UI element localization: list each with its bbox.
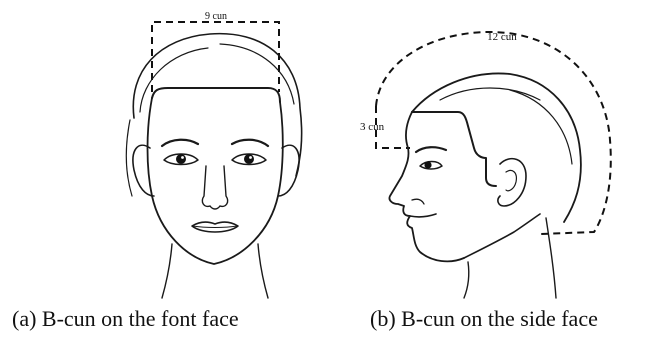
side-face-panel: 12 cun 3 cun: [350, 0, 640, 300]
face-profile: [389, 112, 464, 261]
nose: [202, 166, 227, 209]
nine-cun-dashed-box: [152, 22, 279, 92]
side-face-illustration: 12 cun 3 cun: [350, 0, 640, 300]
ear: [498, 159, 526, 206]
jaw-line: [464, 214, 540, 258]
hair-side-left: [126, 120, 132, 196]
hair-strand-side-2: [510, 90, 572, 164]
front-face-panel: 9 cun: [100, 0, 330, 300]
front-face-illustration: 9 cun: [100, 0, 330, 300]
hair-strand-side-1: [440, 88, 540, 100]
nostril-side: [412, 199, 424, 204]
hair-strand-right: [220, 44, 294, 104]
nine-cun-label: 9 cun: [205, 11, 227, 22]
mouth-side: [410, 214, 436, 217]
eyebrow-side: [416, 147, 446, 152]
left-eye: [164, 154, 198, 165]
caption-side-face: (b) B-cun on the side face: [370, 306, 598, 338]
neck-back: [546, 218, 556, 298]
three-cun-label: 3 cun: [360, 121, 385, 133]
neck-front: [464, 262, 469, 298]
neck-left: [162, 244, 172, 298]
right-eyebrow: [232, 140, 268, 146]
lip-line: [193, 226, 237, 228]
twelve-cun-dashed-arc: [376, 32, 611, 234]
hair-outline: [133, 34, 301, 176]
neck-right: [258, 244, 268, 298]
hair-strand-left: [140, 48, 208, 112]
ear-inner: [506, 170, 516, 190]
face-outline: [148, 98, 283, 264]
left-eyebrow: [162, 140, 198, 146]
hairline: [152, 88, 280, 102]
right-eye: [232, 154, 266, 165]
twelve-cun-label: 12 cun: [487, 31, 517, 43]
caption-front-face: (a) B-cun on the font face: [12, 306, 239, 338]
eye-side: [420, 161, 442, 169]
